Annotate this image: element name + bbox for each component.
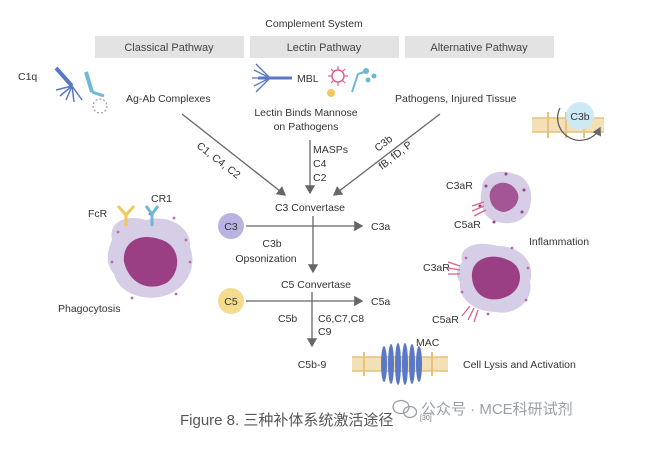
pathogens-injured-tissue-label: Pathogens, Injured Tissue [395, 93, 517, 105]
lectin-pathway-label: Lectin Pathway [287, 42, 362, 54]
c6c7c8-label: C6,C7,C8 [318, 313, 364, 325]
phagocytosis-label: Phagocytosis [58, 303, 120, 315]
c3b-bound-icon [566, 102, 594, 130]
classical-arrow [181, 113, 287, 196]
lectin-pathway-bar [250, 36, 399, 58]
ag-ab-complexes-label: Ag-Ab Complexes [126, 93, 211, 105]
inflammation-label: Inflammation [529, 236, 589, 248]
fcr-receptor-icon [116, 205, 136, 226]
cycle-arrow-icon [557, 107, 602, 141]
c3b-top-label: C3b [570, 111, 589, 123]
c3-label: C3 [224, 221, 238, 233]
c5ar-top-label: C5aR [454, 219, 481, 231]
wechat-icon [392, 399, 418, 419]
alternative-pathway-label: Alternative Pathway [430, 42, 528, 54]
c3ar-top-label: C3aR [446, 180, 473, 192]
c3b-mid-label: C3b [262, 238, 281, 250]
mbl-molecule-icon [252, 63, 292, 93]
cr1-receptor-icon [144, 205, 160, 226]
mac-pore-icon [381, 343, 422, 385]
cell-lysis-label: Cell Lysis and Activation [463, 359, 576, 371]
c3a-label: C3a [371, 221, 390, 233]
c5b9-label: C5b-9 [298, 359, 327, 371]
c3-convertase-label: C3 Convertase [275, 202, 345, 214]
c1c4c2-label: C1, C4, C2 [194, 140, 242, 182]
classical-pathway-label: Classical Pathway [124, 42, 214, 54]
mbl-label: MBL [297, 73, 319, 85]
lectin-binds-label-line2: on Pathogens [274, 121, 339, 133]
c5-convertase-label: C5 Convertase [281, 279, 351, 291]
c5-label: C5 [224, 296, 238, 308]
c2-label: C2 [313, 172, 327, 184]
c5-circle [218, 288, 244, 314]
figure-caption: Figure 8. 三种补体系统激活途径 [180, 412, 393, 429]
opsonization-label: Opsonization [235, 253, 296, 265]
masps-label: MASPs [313, 144, 348, 156]
macrophage-icon [447, 243, 532, 323]
fcr-label: FcR [88, 208, 108, 220]
watermark-text: 公众号 · MCE科研试剂 [421, 401, 573, 418]
c5b-label: C5b [278, 313, 297, 325]
c1q-label: C1q [18, 71, 37, 83]
diagram-title: Complement System [265, 18, 363, 30]
caption-reference: [30] [420, 415, 432, 422]
c1q-molecule-icon [54, 66, 108, 114]
pathogen-icon [327, 66, 377, 97]
mac-label: MAC [416, 337, 440, 349]
c4-label: C4 [313, 158, 327, 170]
c3ar-bottom-label: C3aR [423, 262, 450, 274]
cr1-label: CR1 [151, 193, 172, 205]
c5a-label: C5a [371, 296, 390, 308]
mast-cell-icon [471, 171, 532, 224]
classical-pathway-bar [95, 36, 244, 58]
c9-label: C9 [318, 326, 332, 338]
alternative-pathway-bar [405, 36, 554, 58]
c3-circle [218, 213, 244, 239]
c5ar-bottom-label: C5aR [432, 314, 459, 326]
alternative-arrow [332, 113, 441, 196]
lectin-binds-label-line1: Lectin Binds Mannose [254, 107, 357, 119]
immune-cell-icon [107, 212, 193, 300]
